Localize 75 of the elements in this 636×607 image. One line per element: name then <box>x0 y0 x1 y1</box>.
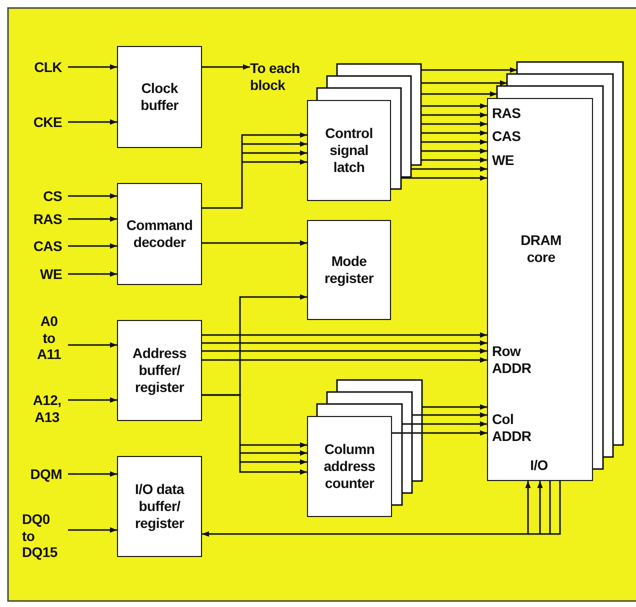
arrow <box>202 340 487 346</box>
block-label: Column address counter <box>322 441 376 492</box>
arrow <box>68 216 117 222</box>
arrow <box>202 332 487 338</box>
arrow <box>421 112 487 118</box>
arrow <box>68 397 117 403</box>
arrow <box>202 348 487 354</box>
port-label: CAS <box>492 128 522 145</box>
block-label: DRAM core <box>520 232 562 266</box>
arrow <box>202 64 250 70</box>
arrow <box>421 91 497 97</box>
block-box <box>307 220 391 320</box>
arrow <box>421 80 507 86</box>
arrow <box>202 132 307 209</box>
port-label: RAS <box>492 105 522 122</box>
block-label: Control signal latch <box>324 125 374 176</box>
arrow <box>412 412 487 418</box>
arrow <box>242 150 307 156</box>
signal-label: A12, A13 <box>26 390 68 428</box>
block-box <box>117 183 202 285</box>
block-label: Mode register <box>324 253 375 287</box>
block-box <box>307 416 392 517</box>
arrow <box>421 103 487 109</box>
block-label: Command decoder <box>125 217 194 251</box>
arrow <box>68 471 117 477</box>
arrow <box>242 159 307 165</box>
arrow <box>421 139 487 145</box>
arrow <box>537 481 543 534</box>
dram-core-box <box>487 98 593 481</box>
block-box <box>117 320 202 421</box>
arrow <box>421 67 517 73</box>
arrow <box>68 64 117 70</box>
arrow <box>68 193 117 199</box>
block-box <box>117 456 202 557</box>
arrow <box>202 481 531 537</box>
arrow <box>421 148 487 154</box>
arrow <box>421 121 487 127</box>
signal-label: CS <box>20 187 68 205</box>
block-box <box>117 46 202 148</box>
signal-label: CLK <box>20 58 68 76</box>
signal-label: DQM <box>20 465 68 483</box>
arrow <box>242 141 307 147</box>
block-label: Address buffer/ register <box>132 345 188 396</box>
arrow <box>421 130 487 136</box>
arrow <box>240 459 307 465</box>
port-label: Col ADDR <box>492 411 532 445</box>
port-label: WE <box>492 152 515 169</box>
arrow <box>68 271 117 277</box>
arrow <box>411 166 487 172</box>
signal-label: WE <box>20 265 68 283</box>
arrow <box>68 527 117 533</box>
arrow <box>421 157 487 163</box>
block-label: Clock buffer <box>140 80 180 114</box>
signal-label: A0 to A11 <box>30 310 68 366</box>
arrow <box>68 119 117 125</box>
arrow <box>422 404 487 410</box>
note-label: To each block <box>250 57 312 97</box>
signal-label: DQ0 to DQ15 <box>22 506 68 566</box>
signal-label: CKE <box>20 113 68 131</box>
arrow <box>240 450 307 456</box>
arrow <box>202 394 307 475</box>
block-box <box>307 100 391 201</box>
port-label: I/O <box>529 457 549 474</box>
arrow <box>68 243 117 249</box>
signal-label: CAS <box>20 237 68 255</box>
arrow <box>68 342 117 348</box>
arrow <box>202 240 307 246</box>
arrow <box>402 421 487 427</box>
port-label: Row ADDR <box>492 343 532 377</box>
arrow <box>240 442 307 448</box>
arrow <box>392 430 487 436</box>
signal-label: RAS <box>20 210 68 228</box>
arrow <box>401 175 487 181</box>
arrow <box>202 357 487 363</box>
block-label: I/O data buffer/ register <box>134 481 186 532</box>
